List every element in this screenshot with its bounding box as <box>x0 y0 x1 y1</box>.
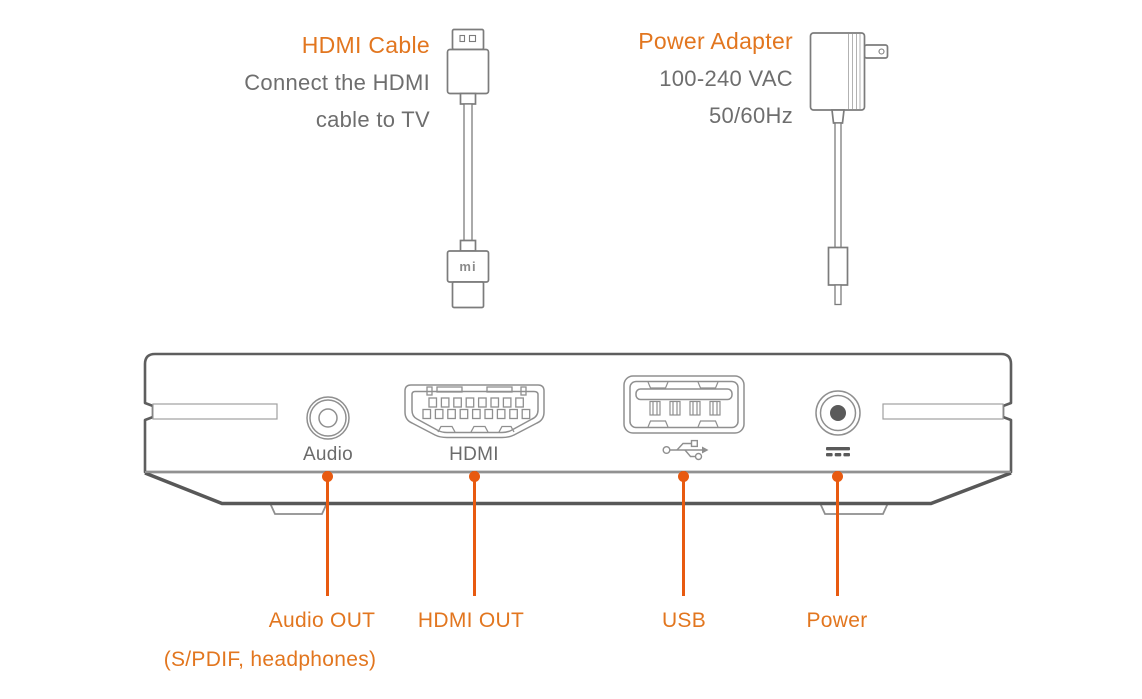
power-jack <box>815 390 861 436</box>
power-adapter-spec-line-1: 100-240 VAC <box>659 66 793 91</box>
callout-line-audio <box>322 471 333 596</box>
hdmi-cable-title: HDMI Cable <box>301 32 430 58</box>
hdmi-cable-annotation: HDMI Cable Connect the HDMI cable to TV <box>244 27 430 138</box>
hdmi-connector-top-tip <box>451 28 485 51</box>
hdmi-cable-description-line-1: Connect the HDMI <box>244 70 430 95</box>
usb-label: USB <box>661 609 707 632</box>
power-adapter-spec-line-2: 50/60Hz <box>708 103 793 128</box>
audio-out-sublabel: (S/PDIF, headphones) <box>163 648 377 671</box>
callout-line-power <box>832 471 843 596</box>
mi-logo-text: mi <box>459 259 476 274</box>
adapter-plug-tip <box>834 284 842 306</box>
device-outline <box>143 352 1013 474</box>
adapter-barrel-plug <box>827 246 849 286</box>
callout-line-usb <box>678 471 689 596</box>
callout-line-hdmi <box>469 471 480 596</box>
audio-port-label: Audio <box>302 444 354 465</box>
usb-trident-icon <box>662 439 709 461</box>
hdmi-port-label: HDMI <box>449 444 499 465</box>
hdmi-out-label: HDMI OUT <box>417 609 525 632</box>
audio-out-label: Audio OUT <box>268 609 376 632</box>
hdmi-port <box>404 384 545 439</box>
power-adapter-illustration <box>809 32 889 306</box>
hdmi-connector-top-body <box>446 48 490 95</box>
hdmi-connector-bottom-tip <box>451 281 485 309</box>
device-bottom-contour <box>144 471 1012 506</box>
hdmi-cable-description-line-2: cable to TV <box>315 107 430 132</box>
usb-port <box>623 375 745 434</box>
dc-power-icon <box>826 447 850 457</box>
power-label: Power <box>806 609 868 632</box>
power-adapter-title: Power Adapter <box>638 28 793 54</box>
device-rear-panel <box>143 352 1013 515</box>
audio-port <box>306 396 350 440</box>
cable-wire <box>463 103 473 242</box>
hdmi-cable-illustration: mi <box>446 28 490 309</box>
right-vent-slot <box>882 403 1004 420</box>
power-adapter-annotation: Power Adapter 100-240 VAC 50/60Hz <box>638 23 793 134</box>
adapter-cable <box>834 122 842 249</box>
left-vent-slot <box>152 403 278 420</box>
